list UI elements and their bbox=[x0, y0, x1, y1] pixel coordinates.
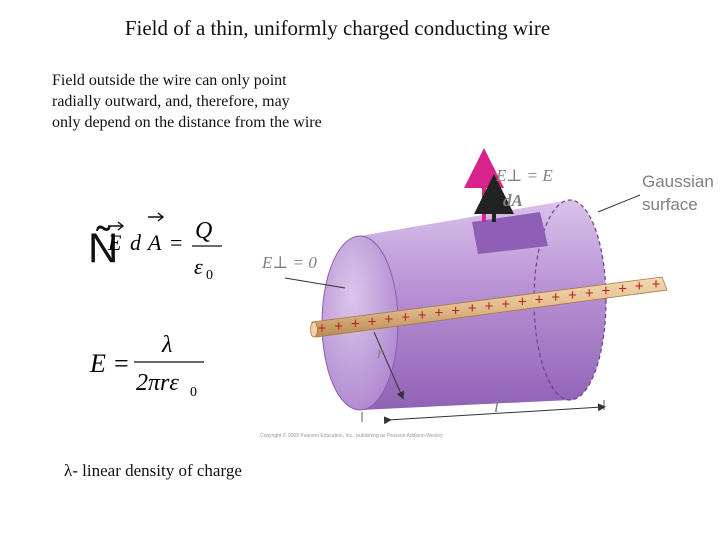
description-text: Field outside the wire can only point ra… bbox=[52, 70, 322, 133]
field-numerator: λ bbox=[161, 332, 172, 358]
plus-charge: + bbox=[635, 278, 644, 295]
gauss-a: A bbox=[146, 230, 162, 255]
label-r: r bbox=[377, 343, 384, 362]
label-l: l bbox=[494, 396, 499, 416]
charged-wire: + + + + + + + + + + + + + + + + + + + + + bbox=[310, 276, 668, 338]
copyright-text: Copyright © 2008 Pearson Education, Inc.… bbox=[260, 432, 443, 439]
plus-charge: + bbox=[518, 294, 527, 311]
length-arrow bbox=[383, 403, 606, 425]
vector-arrow-e bbox=[108, 221, 125, 231]
wire-charges: + + + + + + + + + + + + + + + + + + + + + bbox=[318, 276, 661, 337]
plus-charge: + bbox=[318, 320, 327, 337]
description-line-3: only depend on the distance from the wir… bbox=[52, 114, 322, 131]
plus-charge: + bbox=[368, 313, 377, 330]
plus-charge: + bbox=[384, 311, 393, 328]
label-surface: surface bbox=[642, 195, 698, 214]
field-equation: E = λ 2πrε 0 bbox=[89, 332, 204, 400]
description-line-2: radially outward, and, therefore, may bbox=[52, 93, 290, 110]
vector-arrow-a bbox=[148, 212, 165, 222]
gauss-denominator-sub: 0 bbox=[206, 268, 213, 283]
label-gaussian: Gaussian bbox=[642, 172, 714, 191]
gauss-denominator: ε bbox=[194, 254, 203, 279]
label-e-perp-zero: E⊥ = 0 bbox=[261, 253, 317, 272]
gauss-d: d bbox=[130, 230, 142, 255]
surface-patch bbox=[472, 212, 548, 254]
plus-charge: + bbox=[418, 307, 427, 324]
gauss-equals: = bbox=[170, 230, 182, 255]
plus-charge: + bbox=[485, 298, 494, 315]
label-da: dA bbox=[503, 191, 523, 210]
plus-charge: + bbox=[468, 300, 477, 317]
footnote-linear-density: λ- linear density of charge bbox=[64, 461, 242, 480]
field-lhs: E = bbox=[89, 349, 130, 378]
field-denominator: 2πrε bbox=[136, 370, 179, 396]
plus-charge: + bbox=[535, 291, 544, 308]
radius-arrow bbox=[373, 331, 405, 400]
slide-title: Field of a thin, uniformly charged condu… bbox=[124, 16, 551, 40]
plus-charge: + bbox=[451, 302, 460, 319]
gauss-numerator: Q bbox=[195, 218, 212, 244]
plus-charge: + bbox=[602, 283, 611, 300]
gaussian-pointer bbox=[597, 194, 641, 213]
label-e-perp-equals-e: E⊥ = E bbox=[495, 166, 553, 185]
integral-symbol: Ñ bbox=[88, 224, 118, 271]
plus-charge: + bbox=[551, 289, 560, 306]
plus-charge: + bbox=[585, 285, 594, 302]
wire-end bbox=[310, 321, 318, 338]
plus-charge: + bbox=[618, 280, 627, 297]
plus-charge: + bbox=[501, 296, 510, 313]
plus-charge: + bbox=[652, 276, 661, 293]
gauss-e: E bbox=[107, 230, 122, 255]
e-perp-zero-pointer bbox=[284, 277, 346, 289]
plus-charge: + bbox=[334, 318, 343, 335]
plus-charge: + bbox=[568, 287, 577, 304]
field-denominator-sub: 0 bbox=[190, 385, 197, 400]
plus-charge: + bbox=[351, 316, 360, 333]
plus-charge: + bbox=[435, 305, 444, 322]
gauss-law-equation: Ñ E d A = Q ε 0 bbox=[88, 212, 222, 283]
description-line-1: Field outside the wire can only point bbox=[52, 72, 287, 89]
plus-charge: + bbox=[401, 309, 410, 326]
